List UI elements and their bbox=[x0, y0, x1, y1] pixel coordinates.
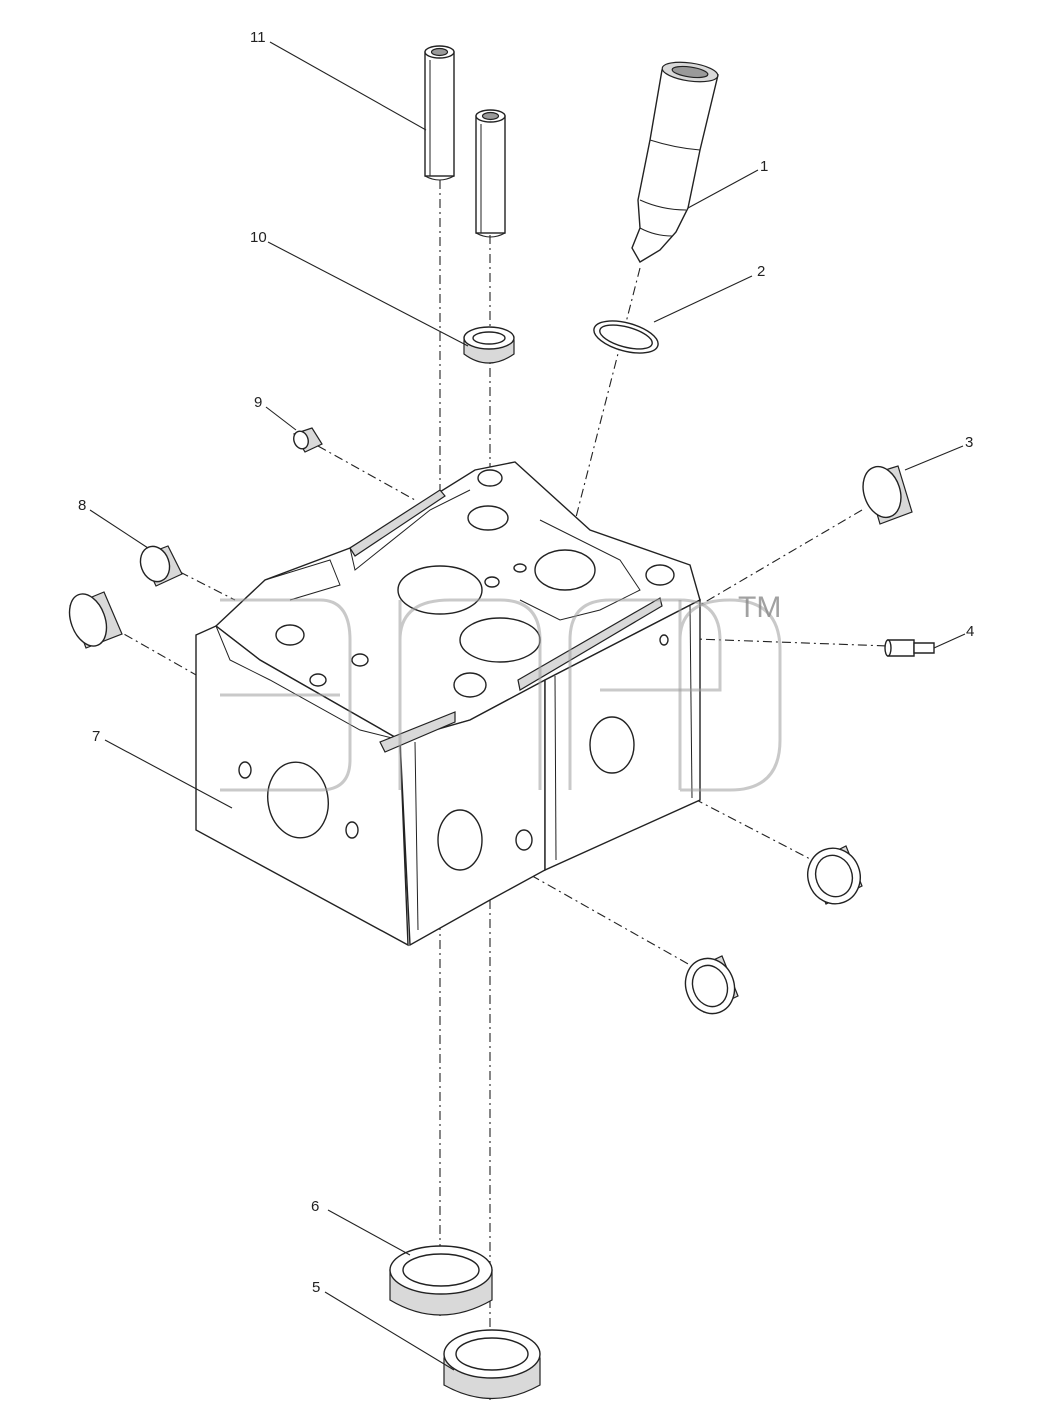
part-3-seal-cap-right bbox=[862, 465, 913, 525]
part-10-sealing-ring bbox=[463, 326, 515, 364]
callout-9: 9 bbox=[254, 394, 262, 411]
seal-ring-right-lower bbox=[684, 955, 739, 1015]
callout-2: 2 bbox=[757, 263, 765, 280]
leader-lines bbox=[89, 41, 966, 1371]
part-1-injector-sleeve bbox=[631, 61, 719, 263]
watermark-trademark: TM bbox=[738, 591, 781, 624]
part-2-o-ring bbox=[593, 320, 659, 354]
part-8-plug-cap bbox=[139, 545, 183, 587]
callout-6: 6 bbox=[311, 1198, 319, 1215]
part-6-valve-seat-ring bbox=[389, 1245, 493, 1316]
callout-10: 10 bbox=[250, 229, 267, 246]
part-7-cylinder-head bbox=[195, 461, 701, 947]
part-4-pin bbox=[884, 639, 935, 657]
part-5-valve-seat-ring bbox=[443, 1329, 541, 1399]
part-9-plug bbox=[293, 427, 323, 453]
callout-1: 1 bbox=[760, 158, 768, 175]
callout-5: 5 bbox=[312, 1279, 320, 1296]
seal-ring-right-upper bbox=[807, 845, 863, 905]
part-11-tube-right bbox=[475, 109, 506, 238]
callout-8: 8 bbox=[78, 497, 86, 514]
part-3-seal-cap-left bbox=[68, 591, 123, 649]
callout-11: 11 bbox=[250, 29, 266, 46]
callout-labels: 11 1 10 2 9 3 8 4 7 6 5 bbox=[78, 29, 974, 1296]
callout-4: 4 bbox=[966, 623, 974, 640]
part-11-tube-left bbox=[424, 45, 455, 181]
callout-3: 3 bbox=[965, 434, 973, 451]
watermark-logo: TM bbox=[220, 591, 782, 792]
callout-7: 7 bbox=[92, 728, 100, 745]
